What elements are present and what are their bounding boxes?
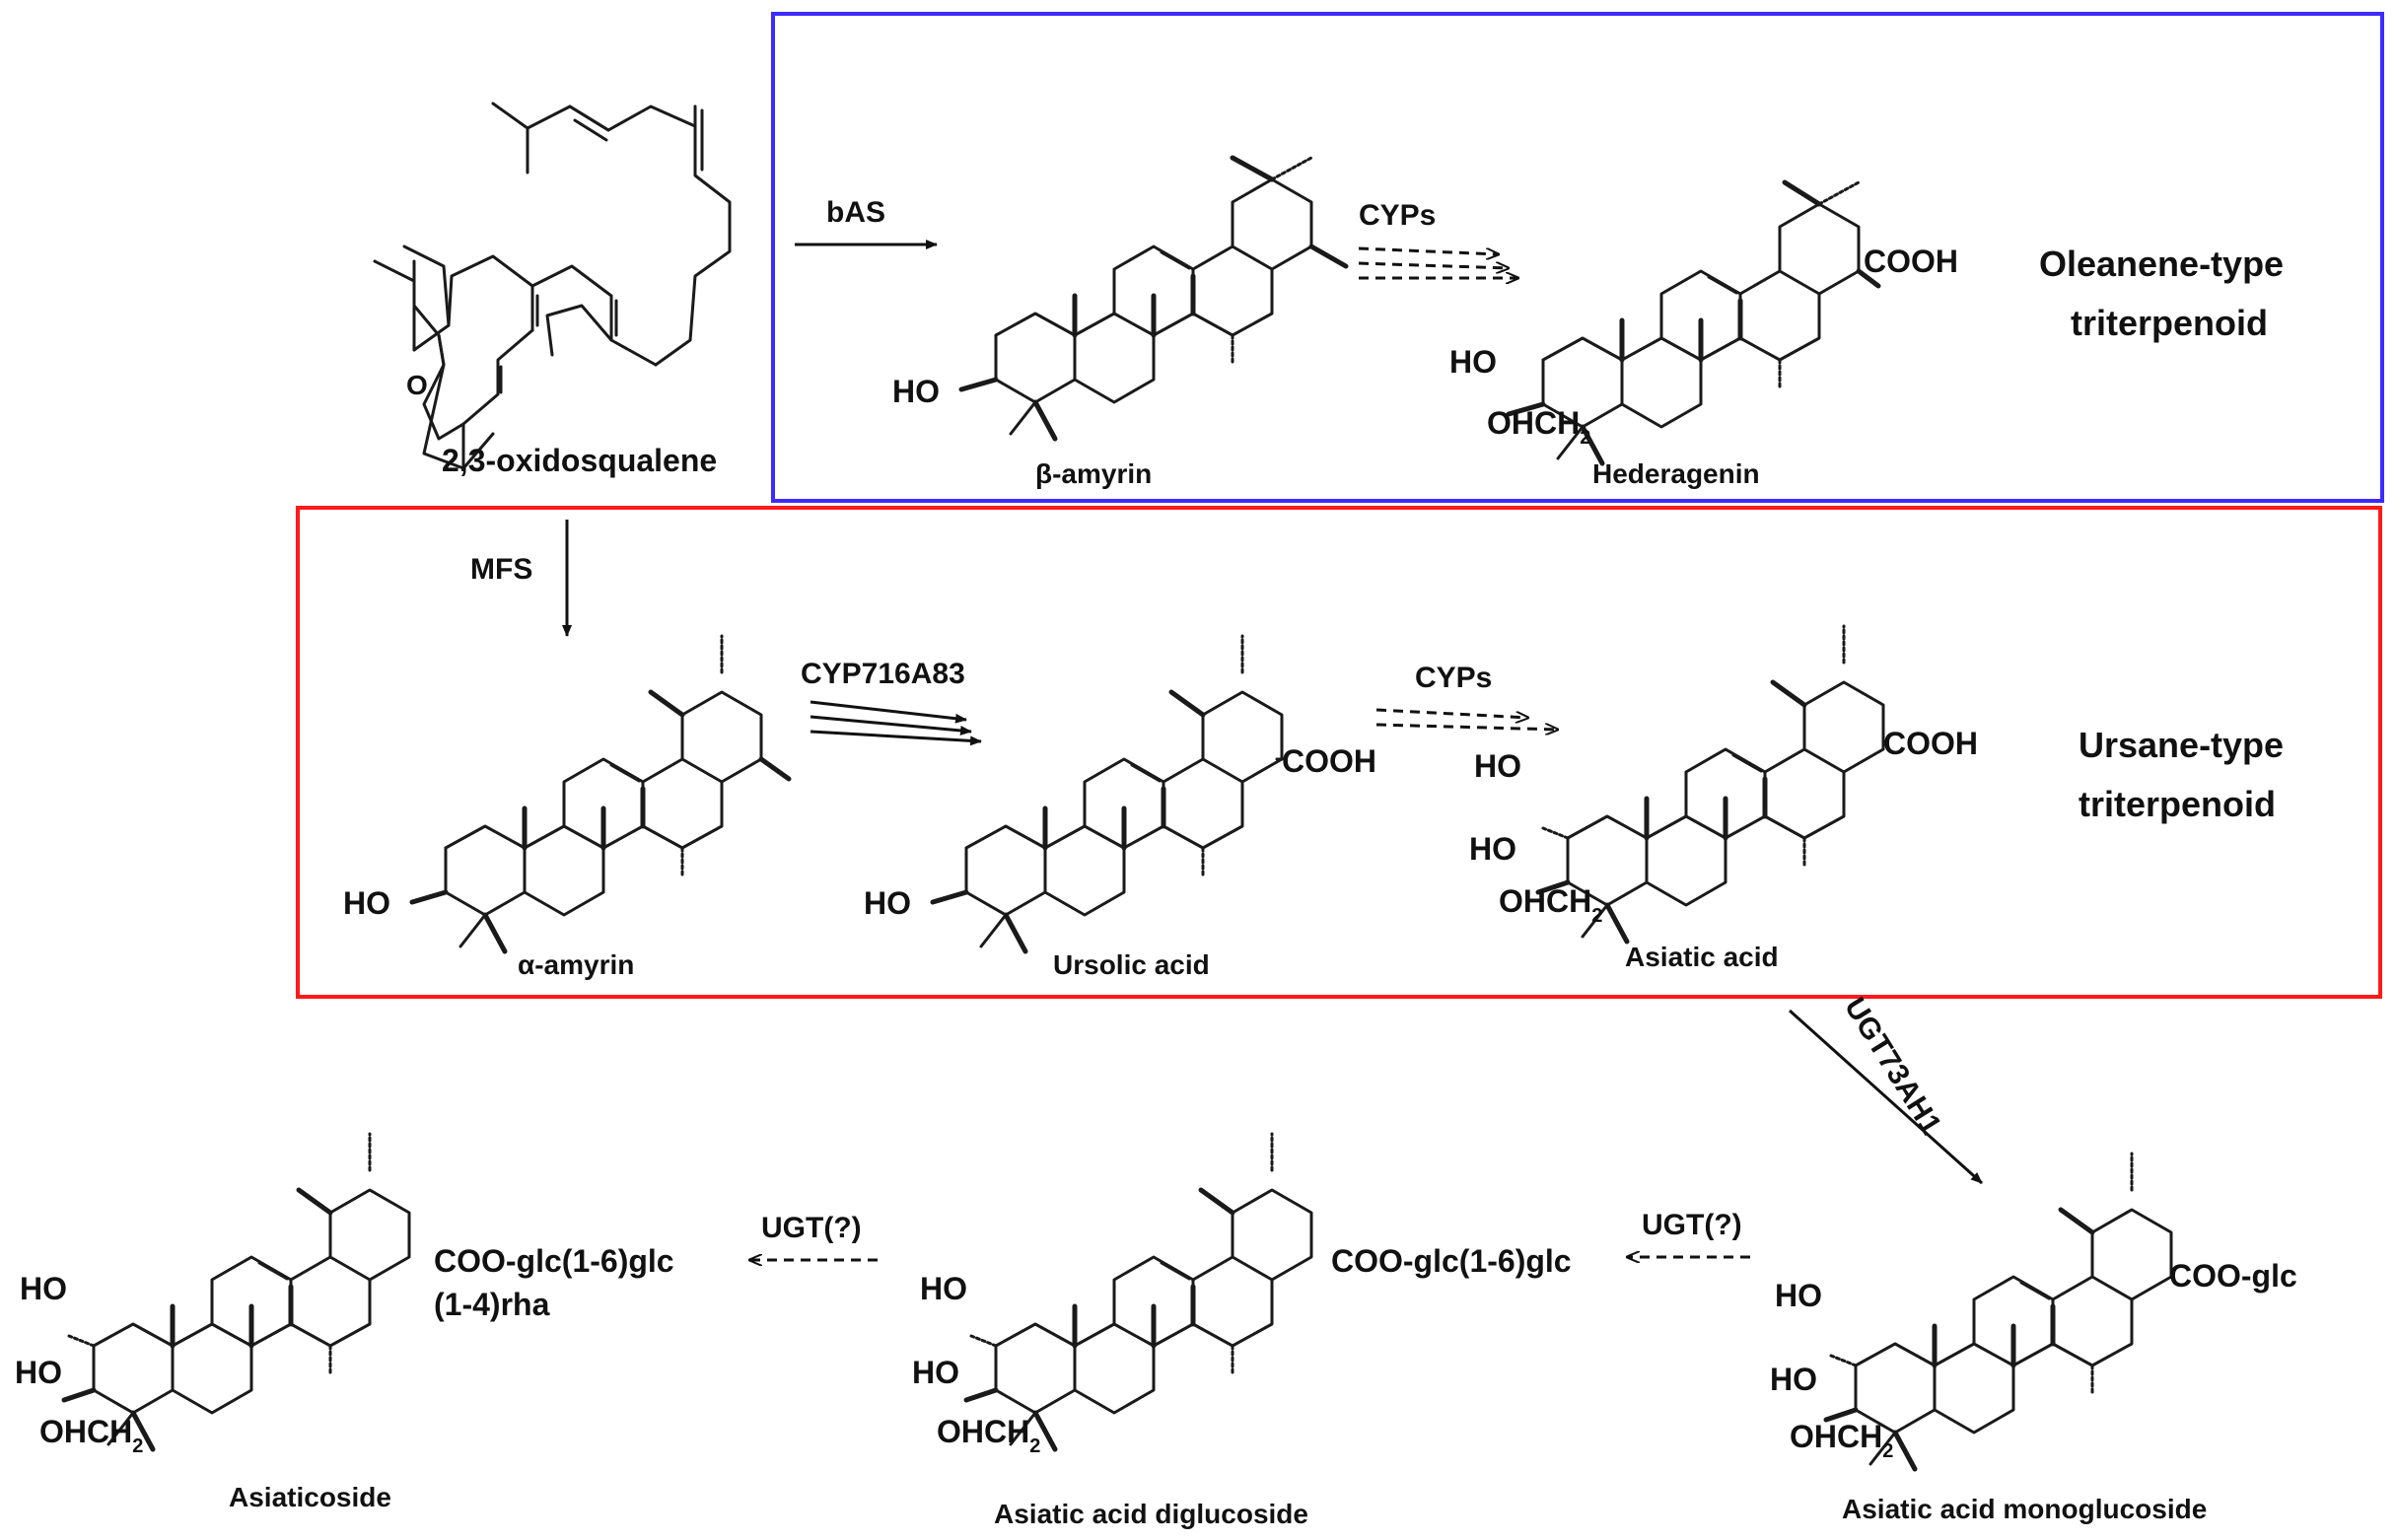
diglucoside-sugar: COO-glc(1-6)glc xyxy=(1331,1243,1572,1279)
hederagenin-cooh: COOH xyxy=(1864,244,1958,279)
alpha-amyrin-ho: HO xyxy=(343,885,390,921)
alpha-amyrin-label: α-amyrin xyxy=(518,949,634,980)
asiatic-acid-ohch2: OHCH2 xyxy=(1499,883,1602,927)
diglucoside-label: Asiatic acid diglucoside xyxy=(994,1499,1308,1529)
asiaticoside-label: Asiaticoside xyxy=(229,1482,391,1512)
hederagenin-ho: HO xyxy=(1449,344,1497,380)
mfs-label: MFS xyxy=(470,553,532,586)
epoxide-o-label: O xyxy=(406,370,428,400)
asiaticoside-structure: COO-glc(1-6)glc (1-4)rha HO HO OHCH2 xyxy=(15,1132,674,1457)
cyp716-label: CYP716A83 xyxy=(801,658,965,690)
diglucoside-ho-2: HO xyxy=(912,1355,959,1390)
monoglucoside-ho-2: HO xyxy=(1770,1362,1817,1397)
asiaticoside-ho-2: HO xyxy=(15,1355,62,1390)
hederagenin-label: Hederagenin xyxy=(1592,458,1760,489)
oleanene-label-1: Oleanene-type xyxy=(2039,244,2284,284)
asiaticoside-sugar-1: COO-glc(1-6)glc xyxy=(434,1243,674,1279)
diglucoside-ohch2: OHCH2 xyxy=(937,1414,1040,1457)
ursane-box xyxy=(296,506,2382,999)
cyps-mid-label: CYPs xyxy=(1415,662,1492,694)
cyps-mid-arrow xyxy=(1375,708,1558,730)
beta-amyrin-structure: HO xyxy=(892,155,1349,439)
monoglucoside-ohch2: OHCH2 xyxy=(1790,1419,1893,1462)
asiatic-acid-ho-1: HO xyxy=(1474,748,1521,784)
ursane-label-1: Ursane-type xyxy=(2079,725,2284,765)
ursolic-acid-label: Ursolic acid xyxy=(1053,949,1210,980)
asiatic-acid-structure: COOH HO HO OHCH2 xyxy=(1469,624,1978,942)
monoglucoside-structure: COO-glc HO HO OHCH2 xyxy=(1770,1152,2297,1469)
asiaticoside-sugar-2: (1-4)rha xyxy=(434,1287,550,1322)
ursane-label-2: triterpenoid xyxy=(2079,784,2276,824)
oleanene-box xyxy=(771,12,2384,503)
oxidosqualene-structure xyxy=(373,102,732,470)
diglucoside-structure: COO-glc(1-6)glc HO HO OHCH2 xyxy=(912,1132,1572,1457)
diglucoside-ho-1: HO xyxy=(920,1271,967,1306)
cyp716-arrow xyxy=(810,700,982,746)
ugt73-label: UGT73AH1 xyxy=(1838,992,1947,1140)
ursolic-acid-ho: HO xyxy=(864,885,911,921)
ugt-mid-label: UGT(?) xyxy=(1642,1209,1742,1241)
ursolic-acid-structure: COOH HO xyxy=(864,634,1376,951)
alpha-amyrin-structure: HO xyxy=(343,634,792,951)
bas-label: bAS xyxy=(826,196,885,229)
hederagenin-structure: COOH HO OHCH2 xyxy=(1449,179,1958,463)
oxidosqualene-label: 2,3-oxidosqualene xyxy=(442,443,717,478)
asiatic-acid-label: Asiatic acid xyxy=(1625,942,1779,972)
asiatic-acid-cooh: COOH xyxy=(1883,726,1978,761)
hederagenin-ohch2: OHCH2 xyxy=(1487,405,1590,449)
oleanene-label-2: triterpenoid xyxy=(2071,303,2268,343)
asiaticoside-ho-1: HO xyxy=(20,1271,67,1306)
beta-amyrin-label: β-amyrin xyxy=(1035,458,1152,489)
asiaticoside-ohch2: OHCH2 xyxy=(39,1414,143,1457)
monoglucoside-label: Asiatic acid monoglucoside xyxy=(1842,1494,2207,1524)
cyps-top-label: CYPs xyxy=(1359,199,1436,232)
monoglucoside-sugar: COO-glc xyxy=(2169,1258,2297,1294)
beta-amyrin-ho: HO xyxy=(892,374,940,409)
monoglucoside-ho-1: HO xyxy=(1775,1278,1822,1313)
ugt-left-label: UGT(?) xyxy=(761,1212,862,1244)
ugt73-arrow xyxy=(1788,1009,1984,1185)
asiatic-acid-ho-2: HO xyxy=(1469,831,1516,867)
ursolic-acid-cooh: COOH xyxy=(1282,743,1376,779)
cyps-top-arrow xyxy=(1358,246,1518,278)
